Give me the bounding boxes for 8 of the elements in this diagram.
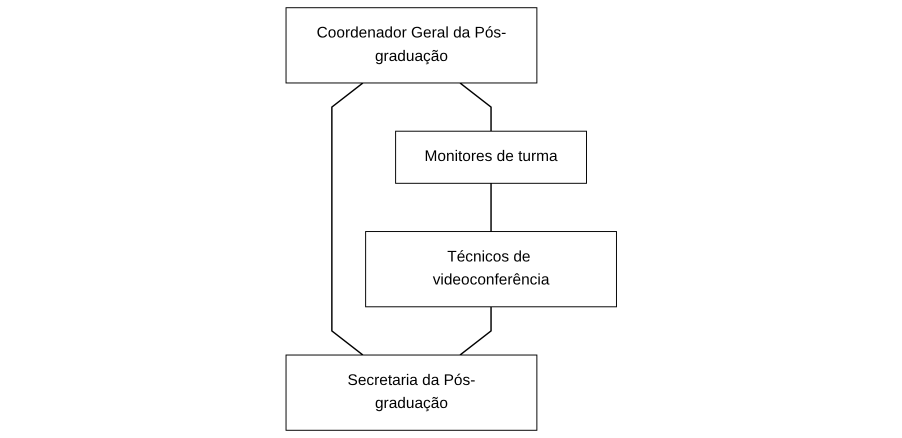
connector	[330, 82, 364, 356]
node-box: Coordenador Geral da Pós-graduação	[285, 7, 538, 84]
node-box: Secretaria da Pós-graduação	[285, 354, 538, 431]
node-box: Técnicos de videoconferência	[364, 231, 617, 308]
connector	[490, 183, 492, 232]
connector	[459, 306, 492, 356]
connector	[459, 82, 492, 132]
node-box: Monitores de turma	[394, 130, 587, 184]
